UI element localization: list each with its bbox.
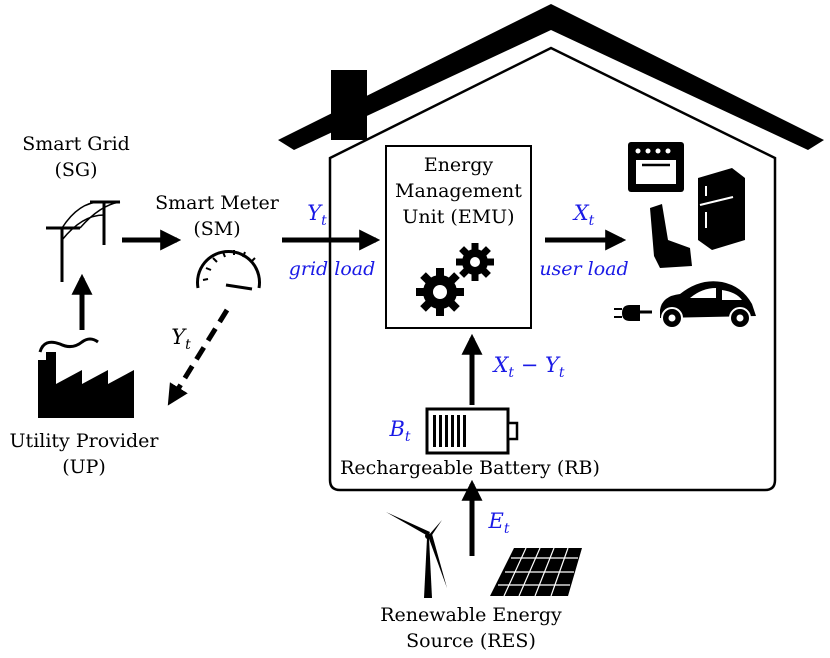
chair-icon [650, 204, 692, 268]
res-symbol: Et [488, 509, 510, 538]
oven-icon [628, 142, 684, 192]
refrigerator-icon [698, 168, 745, 250]
wind-turbine-icon [386, 512, 447, 598]
battery-label: Rechargeable Battery (RB) [340, 457, 600, 479]
report-symbol: Yt [171, 325, 191, 354]
gears-icon [416, 243, 494, 316]
smart-grid-label: Smart Grid(SG) [22, 133, 130, 181]
smart-meter-gauge-icon [196, 249, 261, 291]
factory-icon [38, 337, 134, 418]
battery-state-symbol: Bt [389, 417, 411, 446]
house-icon [278, 4, 824, 492]
user-load-symbol: Xt [573, 201, 595, 230]
smart-meter-label: Smart Meter(SM) [155, 192, 279, 240]
utility-provider-label: Utility Provider(UP) [9, 430, 159, 478]
arrow-sm-to-up-dashed [167, 308, 230, 406]
grid-load-text: grid load [288, 258, 376, 280]
grid-load-symbol: Yt [307, 201, 327, 230]
solar-panel-icon [490, 547, 582, 597]
user-load-text: user load [539, 258, 629, 280]
electric-car-icon [614, 281, 756, 329]
battery-to-emu-symbol: Xt − Yt [493, 353, 565, 382]
emu-box [385, 145, 532, 329]
power-pole-icon [46, 200, 121, 282]
battery-icon [425, 407, 519, 455]
